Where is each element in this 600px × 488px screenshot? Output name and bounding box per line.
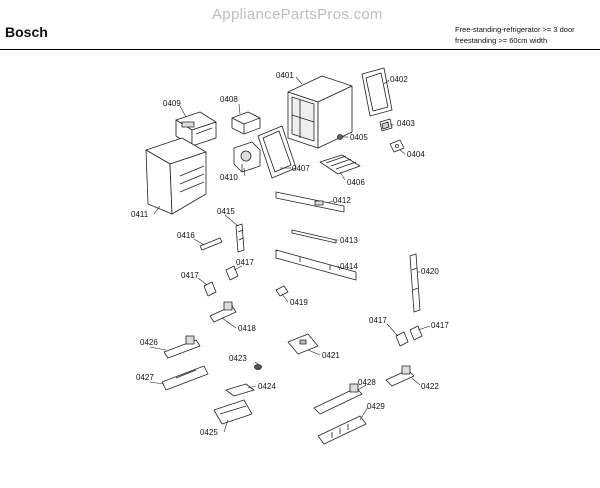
label-0418: 0418 [238, 324, 256, 333]
part-0429-hinge[interactable] [317, 415, 367, 445]
part-0417-pad-d[interactable] [409, 325, 423, 341]
label-0409: 0409 [163, 99, 181, 108]
label-0412: 0412 [333, 196, 351, 205]
part-0415-hinge-bar[interactable] [235, 223, 245, 253]
leader-lines [149, 76, 431, 433]
part-0409-ice-maker[interactable] [175, 111, 217, 147]
label-0419: 0419 [290, 298, 308, 307]
part-0403-clip[interactable] [379, 118, 393, 132]
label-0425: 0425 [200, 428, 218, 437]
label-0415: 0415 [217, 207, 235, 216]
part-0405-screw[interactable] [337, 134, 343, 140]
part-0423-button[interactable] [254, 364, 262, 370]
label-0422: 0422 [421, 382, 439, 391]
label-0426: 0426 [140, 338, 158, 347]
label-0411: 0411 [131, 210, 149, 219]
label-0417-b: 0417 [236, 258, 254, 267]
label-0416: 0416 [177, 231, 195, 240]
part-0428-hinge[interactable] [313, 383, 363, 415]
part-0410-motor[interactable] [233, 141, 261, 173]
part-0408-fan-cover[interactable] [231, 111, 261, 135]
part-0417-pad-b[interactable] [225, 265, 239, 281]
part-0416-bar[interactable] [199, 237, 223, 251]
part-0427-hinge[interactable] [161, 365, 209, 391]
label-0401: 0401 [276, 71, 294, 80]
model-description-line2: freestanding >= 60cm width [455, 36, 548, 45]
part-labels: 0401 0402 0403 0404 0405 0406 0407 0408 … [131, 71, 449, 437]
part-0407-seal[interactable] [257, 125, 297, 179]
label-0407: 0407 [292, 164, 310, 173]
part-0412-rail[interactable] [275, 191, 345, 213]
part-0420-vertical-rail[interactable] [409, 253, 421, 313]
label-0417-c: 0417 [369, 316, 387, 325]
part-0426-hinge[interactable] [163, 335, 201, 359]
label-0429: 0429 [367, 402, 385, 411]
label-0402: 0402 [390, 75, 408, 84]
brand-name: Bosch [5, 24, 48, 40]
label-0428: 0428 [358, 378, 376, 387]
label-0406: 0406 [347, 178, 365, 187]
label-0417-a: 0417 [181, 271, 199, 280]
label-0417-d: 0417 [431, 321, 449, 330]
part-0425-cover[interactable] [213, 399, 253, 425]
part-0421-control-board[interactable] [287, 333, 319, 355]
part-0402-gasket[interactable] [361, 67, 393, 117]
label-0404: 0404 [407, 150, 425, 159]
label-0403: 0403 [397, 119, 415, 128]
part-0424-plate[interactable] [225, 383, 255, 397]
model-description-line1: Free-standing-refrigerator >= 3 door [455, 25, 575, 34]
label-0414: 0414 [340, 262, 358, 271]
label-0424: 0424 [258, 382, 276, 391]
part-0401-housing[interactable] [287, 75, 353, 149]
label-0410: 0410 [220, 173, 238, 182]
part-0419-clip[interactable] [275, 285, 289, 297]
part-0418-hinge[interactable] [209, 301, 237, 323]
part-0417-pad-a[interactable] [203, 281, 217, 297]
label-0421: 0421 [322, 351, 340, 360]
watermark: AppliancePartsPros.com [212, 6, 383, 23]
part-0422-hinge-bracket[interactable] [385, 365, 415, 387]
label-0423: 0423 [229, 354, 247, 363]
label-0405: 0405 [350, 133, 368, 142]
part-0406-tray[interactable] [319, 154, 361, 175]
label-0413: 0413 [340, 236, 358, 245]
header-divider [0, 49, 600, 50]
part-0417-pad-c[interactable] [395, 331, 409, 347]
label-0420: 0420 [421, 267, 439, 276]
part-0411-ice-bucket[interactable] [145, 137, 207, 215]
label-0427: 0427 [136, 373, 154, 382]
part-0404-bracket[interactable] [389, 139, 405, 153]
label-0408: 0408 [220, 95, 238, 104]
part-0414-channel[interactable] [275, 249, 357, 281]
part-0413-strip[interactable] [291, 229, 337, 244]
